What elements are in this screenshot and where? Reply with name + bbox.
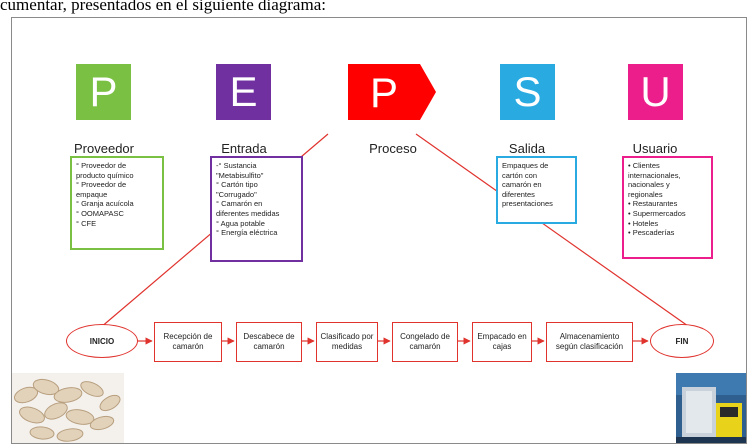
usuario-item: • Hoteles: [628, 218, 659, 228]
label-usuario: Usuario: [632, 141, 678, 156]
label-proceso: Proceso: [369, 141, 417, 156]
flow-end-oval: FIN: [650, 324, 714, 358]
entrada-box: -° Sustancia "Metabisulfito" ° Cartón ti…: [210, 156, 303, 262]
proveedor-item: ° OOMAPASC: [76, 208, 124, 218]
packaging-photo: [676, 373, 746, 443]
proveedor-item: ° Granja acuícola: [76, 199, 134, 209]
salida-item: Empaques de: [502, 161, 549, 170]
salida-box: Empaques de cartón con camarón en difere…: [496, 156, 577, 224]
salida-item: camarón en: [502, 180, 542, 190]
flow-start-oval: INICIO: [66, 324, 138, 358]
usuario-box: • Clientes internacionales, nacionales y…: [622, 156, 713, 259]
tile-s-salida: S: [500, 64, 555, 120]
label-entrada: Entrada: [221, 141, 267, 156]
proveedor-item: empaque: [76, 189, 108, 199]
flow-step-clasificado: Clasificado por medidas: [316, 322, 378, 362]
proveedor-item: ° Proveedor de: [76, 180, 127, 190]
entrada-item: ° Cartón tipo: [216, 180, 258, 190]
entrada-item: ° Agua potable: [216, 218, 265, 228]
usuario-item: • Supermercados: [628, 208, 686, 218]
usuario-item: • Pescaderías: [628, 228, 675, 238]
proveedor-item: ° Proveedor de: [76, 161, 127, 170]
salida-item: diferentes: [502, 189, 535, 199]
flow-step-congelado: Congelado de camarón: [392, 322, 458, 362]
flow-step-recepcion: Recepción de camarón: [154, 322, 222, 362]
funnel-line-right: [415, 133, 689, 327]
proveedor-item: ° CFE: [76, 218, 97, 228]
proveedor-item: producto químico: [76, 170, 134, 180]
tile-e-entrada: E: [216, 64, 271, 120]
salida-item: cartón con: [502, 170, 538, 180]
usuario-item: • Clientes: [628, 161, 660, 170]
tile-p-proceso: P: [348, 64, 436, 120]
salida-item: presentaciones: [502, 199, 553, 209]
label-salida: Salida: [508, 141, 546, 156]
usuario-item: nacionales y: [628, 180, 670, 190]
caption-text: cumentar, presentados en el siguiente di…: [0, 0, 326, 14]
tile-u-usuario: U: [628, 64, 683, 120]
flow-step-descabece: Descabece de camarón: [236, 322, 302, 362]
proveedor-box: ° Proveedor de producto químico ° Provee…: [70, 156, 164, 250]
usuario-item: • Restaurantes: [628, 199, 678, 209]
tile-p-proveedor: P: [76, 64, 131, 120]
flow-step-almacenamiento: Almacenamiento según clasificación: [546, 322, 633, 362]
flow-step-empacado: Empacado en cajas: [472, 322, 532, 362]
entrada-item: "Corrugado": [216, 189, 257, 199]
label-proveedor: Proveedor: [74, 141, 134, 156]
entrada-item: -° Sustancia: [216, 161, 257, 170]
usuario-item: regionales: [628, 189, 663, 199]
usuario-item: internacionales,: [628, 170, 681, 180]
entrada-item: diferentes medidas: [216, 208, 280, 218]
tile-p-proceso-letter: P: [370, 69, 398, 116]
entrada-item: ° Camarón en: [216, 199, 263, 209]
shrimp-photo: [12, 373, 124, 443]
entrada-item: ° Energía eléctrica: [216, 228, 278, 238]
sipoc-diagram: P E P S U Proveedor Entrada Proceso Sali…: [11, 17, 747, 444]
entrada-item: "Metabisulfito": [216, 170, 264, 180]
